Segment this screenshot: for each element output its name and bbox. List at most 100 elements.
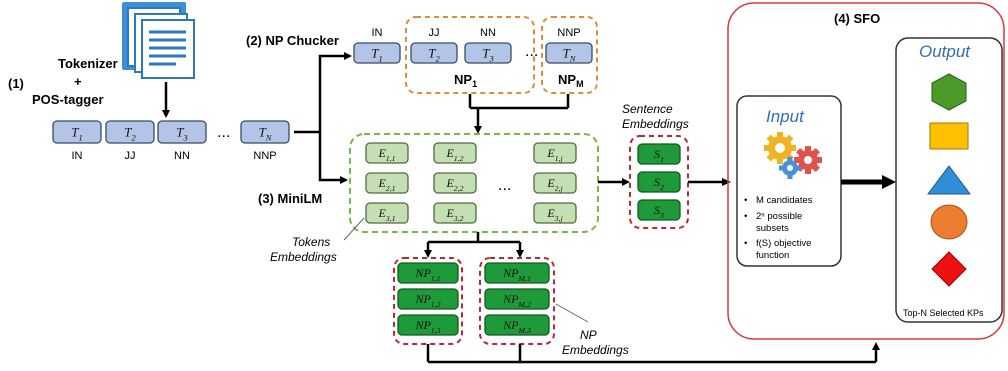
sentence-embeddings-group — [629, 135, 689, 229]
chunk-token-3-label: T3 — [482, 46, 493, 64]
s-cell-3-label: S3 — [654, 203, 664, 220]
e-cell-3-3: E3,j — [533, 202, 577, 224]
step3-label: (3) MiniLM — [258, 191, 322, 206]
token-2: T2 — [105, 120, 155, 144]
input-bullet-2b: subsets — [756, 223, 789, 234]
e-cell-1-1-box — [365, 142, 409, 164]
svg-text:•: • — [744, 211, 747, 222]
np-emb-1-1: NP1,1 — [397, 262, 459, 284]
diamond-icon — [931, 251, 967, 287]
pos-tag-1: IN — [72, 150, 83, 162]
np1-group — [405, 16, 535, 94]
input-bullets: • M candidates • 2ⁿ possible subsets • f… — [744, 195, 813, 261]
input-bullet-2: 2ⁿ possible — [756, 211, 802, 222]
e-cell-2-3: E2,j — [533, 172, 577, 194]
np-emb-m-2-label: NPM,2 — [502, 292, 531, 309]
chunk-token-4-label: TN — [563, 46, 577, 64]
connector-e-to-np — [426, 232, 522, 252]
chunk-token-3: T3 — [464, 42, 512, 64]
step2-label: (2) NP Chucker — [246, 33, 339, 48]
e-matrix-dots: ... — [498, 177, 511, 194]
token-top-dots: ... — [525, 43, 538, 60]
e-cell-1-3-box — [533, 142, 577, 164]
np-emb-m-1-label: NPM,1 — [502, 266, 531, 283]
np-embeddings-caption1: NP — [580, 328, 597, 342]
input-bullet-1: M candidates — [756, 195, 813, 206]
token-2-label: T2 — [124, 125, 136, 143]
input-bullet-3b: function — [756, 250, 789, 261]
e-cell-2-1-box — [365, 172, 409, 194]
pos-tag-4: NNP — [253, 150, 276, 162]
chunk-pos-tag-4: NNP — [557, 27, 580, 39]
chunk-token-2-label: T2 — [428, 46, 440, 64]
token-3-box — [157, 120, 207, 144]
np-emb-m-1-box — [484, 262, 550, 284]
token-embeddings-group — [349, 133, 599, 233]
step4-label: (4) SFO — [834, 11, 880, 26]
e-cell-1-2-box — [433, 142, 477, 164]
token-1-box — [52, 120, 102, 144]
e-cell-1-2: E1,2 — [433, 142, 477, 164]
e-cell-3-3-label: E3,j — [546, 206, 562, 223]
np-emb-m-1: NPM,1 — [484, 262, 550, 284]
e-cell-1-1-label: E1,1 — [377, 146, 395, 163]
output-caption: Top-N Selected KPs — [903, 308, 984, 318]
tokens-embeddings-pointer — [343, 217, 365, 241]
pos-tag-2: JJ — [125, 150, 136, 162]
e-cell-3-2-label: E3,2 — [445, 206, 463, 223]
e-cell-2-1: E2,1 — [365, 172, 409, 194]
step1-number: (1) — [8, 76, 24, 91]
npm-group — [541, 16, 598, 94]
hexagon-icon — [931, 73, 967, 111]
e-cell-2-2: E2,2 — [433, 172, 477, 194]
connector-np-to-sfo — [426, 344, 878, 364]
triangle-icon — [927, 165, 971, 195]
e-matrix: E1,1 E1,2 E1,jE2,1 E2,2 E2,jE3,1 E3,2 E3,j — [365, 142, 577, 224]
npm-label: NPM — [558, 72, 584, 89]
token-3: T3 — [157, 120, 207, 144]
chunk-pos-tag-2: JJ — [429, 27, 440, 39]
s-cell-1-label: S1 — [654, 147, 664, 164]
e-cell-3-3-box — [533, 202, 577, 224]
step1-plus: + — [74, 74, 82, 89]
step1-tokenizer: Tokenizer — [58, 56, 118, 71]
e-cell-2-2-label: E2,2 — [445, 176, 463, 193]
connector-np-to-minilm — [468, 94, 570, 128]
e-cell-3-1-label: E3,1 — [377, 206, 395, 223]
svg-text:•: • — [744, 238, 747, 249]
gears-icon — [764, 132, 822, 179]
chunk-token-1-box — [353, 42, 401, 64]
np-emb-1-1-box — [397, 262, 459, 284]
np-embeddings-pointer — [555, 303, 589, 323]
chunk-token-2: T2 — [410, 42, 458, 64]
e-cell-1-3-label: E1,j — [546, 146, 562, 163]
e-cell-3-1: E3,1 — [365, 202, 409, 224]
e-cell-2-1-label: E2,1 — [377, 176, 395, 193]
token-3-label: T3 — [176, 125, 187, 143]
np-emb-1-3-box — [397, 314, 459, 336]
chunk-token-4-box — [545, 42, 593, 64]
token-2-box — [105, 120, 155, 144]
step1-postagger: POS-tagger — [32, 92, 104, 107]
s-cell-3: S3 — [637, 199, 681, 221]
s-cell-2-box — [637, 171, 681, 193]
np-emb-m-2: NPM,2 — [484, 288, 550, 310]
s-cell-3-box — [637, 199, 681, 221]
s-cell-2: S2 — [637, 171, 681, 193]
e-cell-2-3-label: E2,j — [546, 176, 562, 193]
circle-icon — [930, 204, 968, 240]
square-icon — [929, 122, 969, 150]
input-title: Input — [766, 107, 805, 126]
input-bullet-3: f(S) objective — [756, 238, 811, 249]
np-emb-1-3-label: NP1,3 — [414, 318, 440, 335]
np-emb-1-2: NP1,2 — [397, 288, 459, 310]
chunk-token-1: T1 — [353, 42, 401, 64]
np-emb-m-3: NPM,3 — [484, 314, 550, 336]
sentence-title1: Sentence — [622, 102, 673, 116]
chunk-token-1-label: T1 — [371, 46, 382, 64]
np-emb-m-3-label: NPM,3 — [502, 318, 531, 335]
token-4-box — [240, 120, 290, 144]
